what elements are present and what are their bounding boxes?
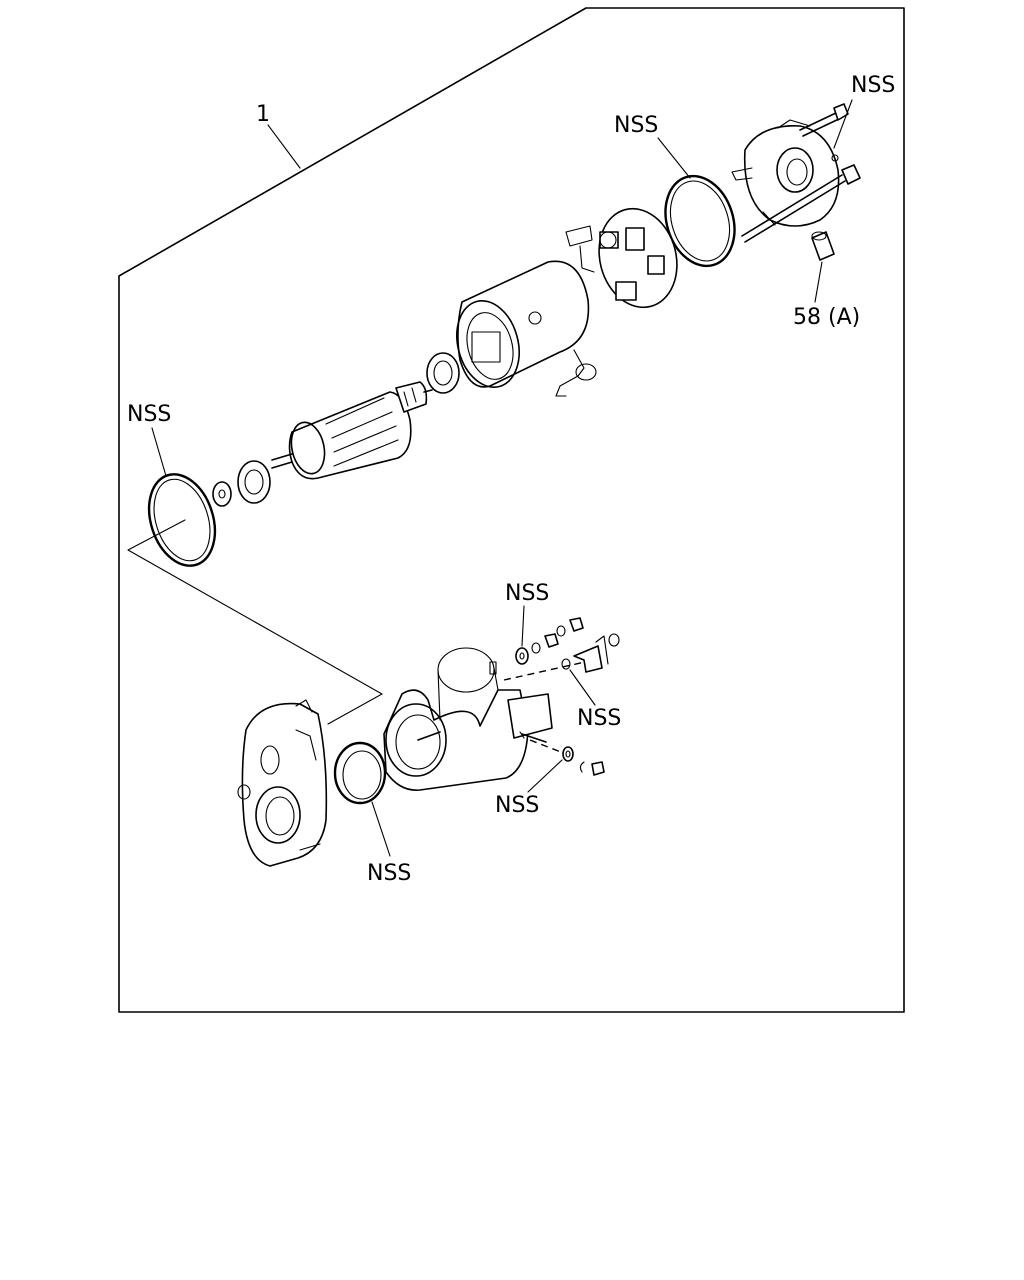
leader-terminal-washer	[521, 605, 525, 647]
front-oring	[147, 473, 217, 567]
yoke-field-frame	[456, 260, 597, 397]
armature	[271, 381, 433, 480]
rear-end-cover	[731, 119, 840, 227]
solenoid-washer	[562, 746, 574, 762]
terminal-washer	[515, 647, 529, 665]
leader-rear-cover-bolt	[833, 99, 853, 149]
rear-oring	[664, 174, 736, 268]
leader-front-oring	[151, 427, 167, 477]
housing-gasket	[333, 741, 387, 805]
brush-holder	[565, 207, 678, 309]
terminal-nuts	[531, 617, 584, 654]
small-bearing	[426, 352, 460, 394]
thrust-washer	[212, 481, 232, 507]
assembly-frame	[118, 7, 905, 1013]
leader-solenoid-washer	[527, 759, 563, 793]
through-bolt-lower	[741, 164, 861, 243]
center-housing	[383, 647, 529, 791]
callout-housing-gasket: NSS	[367, 861, 411, 886]
leader-rear-bushing	[814, 261, 823, 303]
leader-housing-gasket	[371, 801, 391, 857]
leader-assembly	[267, 124, 301, 169]
front-bearing	[237, 460, 271, 504]
drive-end-housing	[237, 699, 328, 867]
callout-front-oring: NSS	[127, 402, 171, 427]
callout-assembly: 1	[256, 102, 270, 127]
connection-leader-upper	[127, 519, 383, 695]
callout-terminal-washer: NSS	[505, 581, 549, 606]
callout-solenoid-washer: NSS	[495, 793, 539, 818]
rear-cover-small-part	[831, 154, 839, 162]
leader-terminal-link	[569, 669, 596, 706]
callout-rear-oring: NSS	[614, 113, 658, 138]
leader-rear-oring	[657, 137, 691, 179]
rear-bushing	[811, 231, 835, 261]
solenoid-dash-lower	[529, 739, 567, 755]
callout-rear-cover-bolt: NSS	[851, 73, 895, 98]
terminal-link	[561, 633, 620, 673]
through-bolt-upper	[799, 103, 849, 137]
callout-terminal-link: NSS	[577, 706, 621, 731]
solenoid	[489, 659, 595, 743]
callout-rear-bushing: 58 (A)	[793, 305, 860, 330]
connection-leader-lower	[327, 693, 383, 725]
solenoid-nut	[579, 761, 605, 776]
